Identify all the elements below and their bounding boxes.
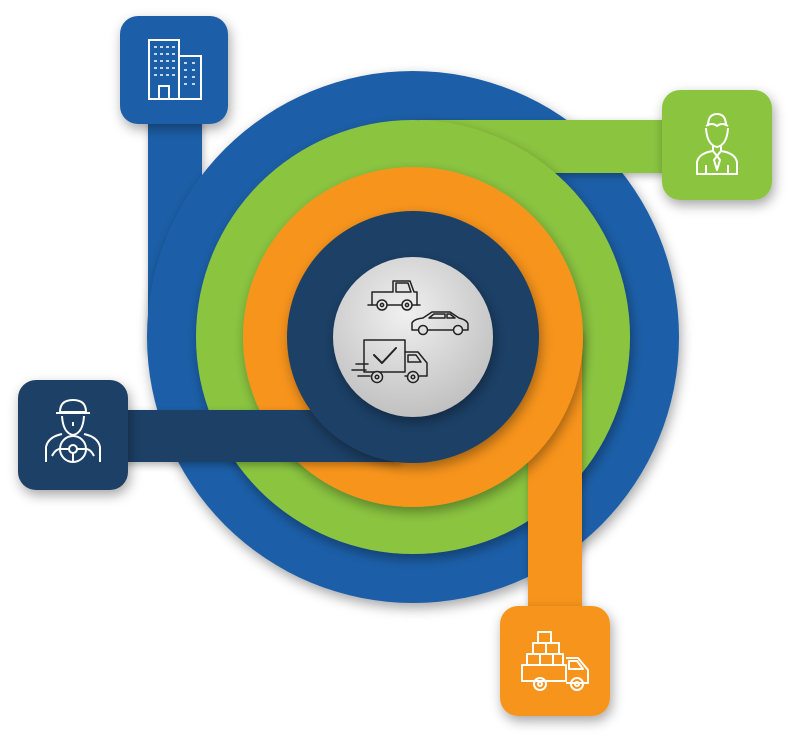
businessman-icon	[696, 113, 738, 175]
delivery-truck-boxes-icon	[521, 631, 589, 691]
businessman-node	[662, 90, 772, 200]
driver-node	[18, 380, 128, 490]
sedan-car-icon	[411, 311, 469, 336]
fast-delivery-van-check-icon	[351, 339, 428, 384]
building-node	[120, 16, 228, 124]
hub-circle	[333, 257, 493, 417]
driver-steering-wheel-icon	[45, 399, 101, 463]
hub	[333, 257, 493, 417]
delivery-truck-node	[500, 606, 610, 716]
pickup-truck-icon	[367, 280, 421, 311]
office-building-icon	[148, 39, 202, 100]
